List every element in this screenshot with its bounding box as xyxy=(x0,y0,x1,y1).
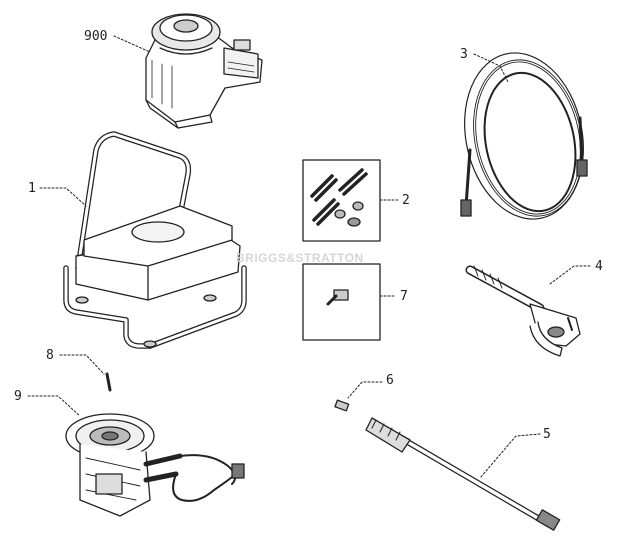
leader-4 xyxy=(549,265,591,285)
hardware-box-2 xyxy=(302,159,381,242)
leader-3 xyxy=(473,53,509,83)
callout-8: 8 xyxy=(46,348,54,363)
pump-9 xyxy=(65,413,245,517)
callout-2: 2 xyxy=(402,193,410,208)
wand-5 xyxy=(365,417,561,531)
leader-lines xyxy=(27,35,591,479)
callout-6: 6 xyxy=(386,373,394,388)
engine-900 xyxy=(145,13,263,129)
nozzle-6 xyxy=(334,399,350,412)
leader-1 xyxy=(39,187,87,207)
callout-3: 3 xyxy=(460,47,468,62)
callout-5: 5 xyxy=(543,427,551,442)
adapter-box-7 xyxy=(302,263,381,341)
leader-5 xyxy=(479,433,541,479)
callout-4: 4 xyxy=(595,259,603,274)
callout-9: 9 xyxy=(14,389,22,404)
leader-9 xyxy=(27,395,81,417)
pin-8 xyxy=(105,372,112,392)
callout-7: 7 xyxy=(400,289,408,304)
watermark: BRIGGS&STRATTON xyxy=(236,251,364,265)
callout-900: 900 xyxy=(84,29,108,44)
leader-6 xyxy=(347,381,383,399)
callout-1: 1 xyxy=(28,181,36,196)
leader-8 xyxy=(59,354,105,375)
spray-gun-4 xyxy=(465,265,581,357)
leader-900 xyxy=(113,35,151,53)
hose-3 xyxy=(460,52,588,220)
frame-1 xyxy=(63,131,247,349)
